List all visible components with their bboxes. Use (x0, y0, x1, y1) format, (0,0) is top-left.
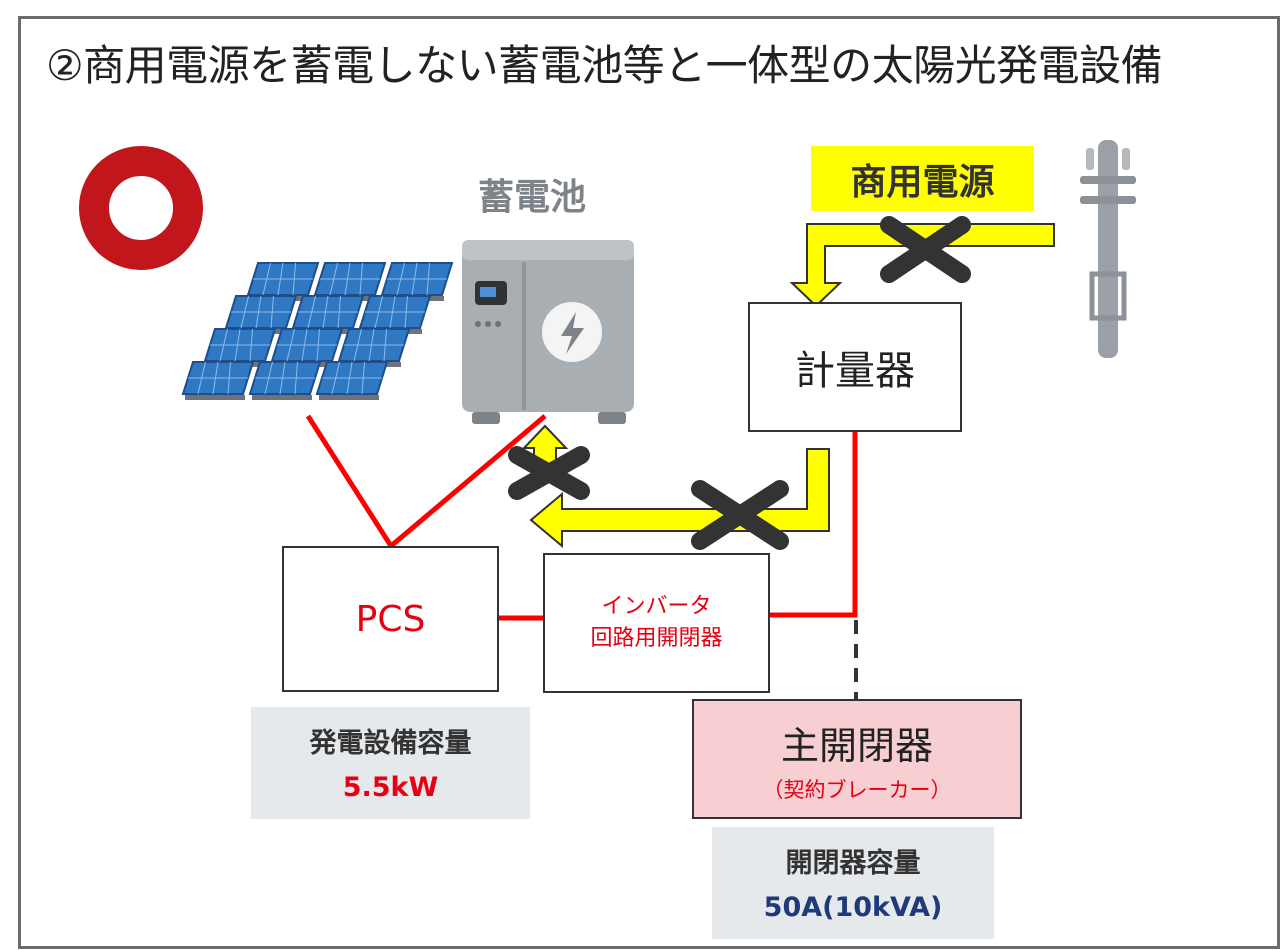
pcs-label: PCS (355, 598, 426, 640)
x-mark-icon (880, 216, 971, 283)
grid-power-label: 商用電源 (811, 146, 1034, 211)
meter-label: 計量器 (795, 348, 915, 394)
battery-label: 蓄電池 (478, 177, 587, 218)
breaker-capacity-label: 開閉器容量 (785, 848, 921, 879)
pcs-box: PCS (282, 546, 499, 692)
flow-arrow-grid-to-meter (789, 223, 1055, 308)
meter-box: 計量器 (748, 302, 962, 432)
breaker-capacity-value: 50A(10kVA) (763, 892, 943, 923)
page-title: ②商用電源を蓄電しない蓄電池等と一体型の太陽光発電設備 (46, 41, 1163, 90)
solar-panel-icon (181, 262, 454, 400)
solar-panel-stand (185, 395, 245, 400)
diagram-frame (18, 16, 1280, 949)
generation-capacity-panel: 発電設備容量 5.5kW (251, 707, 530, 819)
breaker-capacity-panel: 開閉器容量 50A(10kVA) (712, 827, 994, 939)
inverter-switch-box: インバータ 回路用開閉器 (543, 553, 770, 693)
main-breaker-box: 主開閉器 （契約ブレーカー） (692, 699, 1022, 819)
utility-pole-icon (1080, 140, 1136, 358)
battery-unit-icon (462, 240, 634, 424)
x-mark-icon (508, 446, 590, 500)
main-breaker-label: 主開閉器 (780, 723, 933, 768)
circle-ok-icon (79, 146, 203, 270)
inverter-label-line1: インバータ (601, 594, 712, 620)
solar-panel-stand (252, 395, 312, 400)
x-mark-icon (691, 480, 789, 550)
generation-capacity-value: 5.5kW (342, 772, 439, 803)
solar-panel-stand (319, 395, 379, 400)
main-breaker-sublabel: （契約ブレーカー） (762, 777, 952, 802)
inverter-label-line2: 回路用開閉器 (590, 626, 723, 651)
generation-capacity-label: 発電設備容量 (309, 728, 472, 759)
